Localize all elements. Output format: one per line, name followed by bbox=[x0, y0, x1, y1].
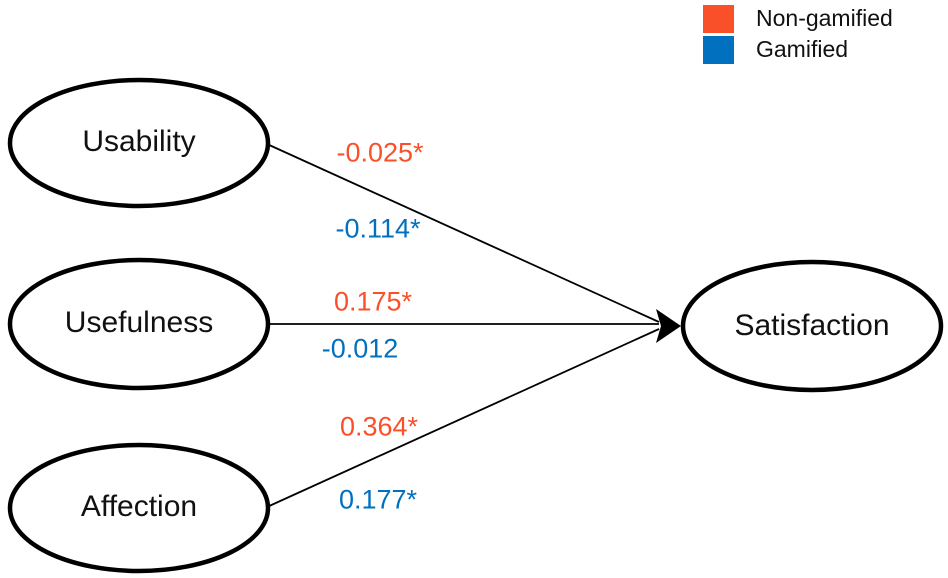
coefficient-usefulness-gamified: -0.012 bbox=[321, 333, 399, 364]
non-gamified-color-swatch bbox=[703, 4, 734, 33]
coefficient-affection-gamified: 0.177* bbox=[338, 484, 418, 515]
path-line-usability-satisfaction bbox=[266, 143, 660, 323]
usability-ellipse bbox=[7, 77, 271, 209]
node-label-affection: Affection bbox=[80, 490, 198, 523]
affection-ellipse bbox=[7, 442, 271, 574]
satisfaction-ellipse bbox=[680, 259, 944, 393]
usefulness-ellipse bbox=[7, 257, 271, 391]
coefficient-usability-gamified: -0.114* bbox=[335, 213, 421, 244]
node-label-usefulness: Usefulness bbox=[64, 306, 214, 339]
node-label-usability: Usability bbox=[82, 125, 196, 158]
coefficient-usefulness-non-gamified: 0.175* bbox=[333, 286, 413, 317]
legend: Non-gamified Gamified bbox=[703, 4, 893, 66]
legend-item-non-gamified: Non-gamified bbox=[703, 4, 893, 33]
path-line-affection-satisfaction bbox=[266, 328, 660, 508]
node-label-satisfaction: Satisfaction bbox=[734, 309, 890, 342]
gamified-color-swatch bbox=[703, 35, 734, 64]
coefficient-usability-non-gamified: -0.025* bbox=[336, 137, 424, 168]
arrowhead-icon bbox=[656, 309, 681, 343]
legend-item-gamified: Gamified bbox=[703, 35, 893, 64]
coefficient-affection-non-gamified: 0.364* bbox=[339, 411, 419, 442]
legend-label-non-gamified: Non-gamified bbox=[756, 5, 893, 31]
legend-label-gamified: Gamified bbox=[756, 36, 849, 62]
